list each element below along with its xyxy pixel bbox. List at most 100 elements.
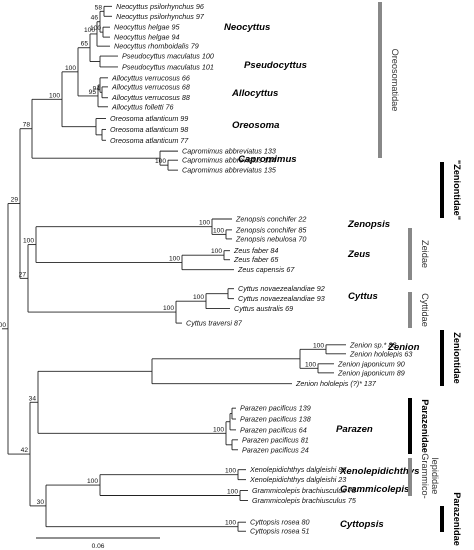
taxon-label-29: Zenion japonicum 90 <box>337 359 405 368</box>
taxon-label-30: Zenion japonicum 89 <box>337 368 405 377</box>
taxon-label-4: Neocyttus rhomboidalis 79 <box>114 42 199 51</box>
support-94: 94 <box>93 85 101 92</box>
support-100-i: 100 <box>169 255 180 262</box>
taxon-label-24: Cyttus novaezealandiae 93 <box>238 294 325 303</box>
genus-label-oreosoma: Oreosoma <box>232 120 280 131</box>
taxon-label-25: Cyttus australis 69 <box>234 304 293 313</box>
support-100-k: 100 <box>193 294 204 301</box>
taxon-label-40: Grammicolepis brachiusculus 75 <box>252 496 357 505</box>
taxon-label-36: Parazen pacificus 24 <box>242 445 309 454</box>
taxon-label-12: Oreosoma atlanticum 98 <box>110 125 188 134</box>
support-100-b: 100 <box>84 27 95 34</box>
support-100-root: 100 <box>0 322 6 329</box>
support-65: 65 <box>81 41 89 48</box>
family-bar-4 <box>440 330 444 386</box>
support-100-s: 100 <box>225 520 236 527</box>
scale-bar-label: 0.06 <box>92 543 105 550</box>
support-29: 29 <box>11 197 19 204</box>
taxon-label-1: Neocyttus psilorhynchus 97 <box>116 12 205 21</box>
taxon-label-34: Parazen pacificus 64 <box>240 425 307 434</box>
taxon-label-0: Neocyttus psilorhynchus 96 <box>116 2 204 11</box>
taxon-label-13: Oreosoma atlanticum 77 <box>110 136 189 145</box>
support-100-n: 100 <box>305 361 316 368</box>
genus-label-zenopsis: Zenopsis <box>347 219 390 230</box>
taxon-label-21: Zeus faber 65 <box>233 255 279 264</box>
support-100-e: 100 <box>155 158 166 165</box>
support-100-o: 100 <box>213 426 224 433</box>
taxon-label-7: Allocyttus verrucosus 66 <box>111 73 190 82</box>
taxon-label-37: Xenolepidichthys dalgleishi 86 <box>249 465 346 474</box>
support-34: 34 <box>29 395 37 402</box>
family-label-5: Parazenidae <box>420 399 430 453</box>
support-100-q: 100 <box>227 488 238 495</box>
genus-label-parazen: Parazen <box>336 424 373 435</box>
taxon-label-18: Zenopsis conchifer 85 <box>235 225 307 234</box>
support-27: 27 <box>19 271 27 278</box>
taxon-label-26: Cyttus traversi 87 <box>186 319 243 328</box>
support-58: 58 <box>95 4 103 11</box>
taxon-label-19: Zenopsis nebulosa 70 <box>235 234 306 243</box>
support-100-g: 100 <box>199 220 210 227</box>
support-100-m: 100 <box>313 342 324 349</box>
support-100-h: 100 <box>211 248 222 255</box>
support-78: 78 <box>23 122 31 129</box>
taxon-label-39: Grammicolepis brachiusculus 78 <box>252 486 356 495</box>
genus-label-allocyttus: Allocyttus <box>231 88 278 99</box>
family-label-2: Zeidae <box>420 240 430 268</box>
taxon-label-32: Parazen pacificus 139 <box>240 404 311 413</box>
family-label-6: Grammico- <box>420 453 430 498</box>
family-label-0: Oreosomatidae <box>390 49 400 112</box>
taxon-label-9: Allocyttus verrucosus 88 <box>111 93 190 102</box>
family-bar-1 <box>440 162 444 218</box>
support-100-l: 100 <box>163 305 174 312</box>
taxon-label-22: Zeus capensis 67 <box>237 265 295 274</box>
taxon-label-35: Parazen pacificus 81 <box>242 435 309 444</box>
taxon-label-5: Pseudocyttus maculatus 100 <box>122 52 214 61</box>
genus-label-zeus: Zeus <box>347 249 370 260</box>
family-bar-6 <box>408 458 412 496</box>
taxon-label-23: Cyttus novaezealandiae 92 <box>238 284 325 293</box>
support-46: 46 <box>91 15 99 22</box>
taxon-label-31: Zenion hololepis (?)* 137 <box>295 379 377 388</box>
taxon-label-42: Cyttopsis rosea 51 <box>250 527 310 536</box>
support-100-a: 100 <box>90 25 101 32</box>
taxon-label-38: Xenolepidichthys dalgleishi 23 <box>249 475 346 484</box>
taxon-label-33: Parazen pacificus 138 <box>240 415 311 424</box>
taxon-label-41: Cyttopsis rosea 80 <box>250 518 310 527</box>
taxon-label-17: Zenopsis conchifer 22 <box>235 215 306 224</box>
support-100-f: 100 <box>213 227 224 234</box>
taxon-label-28: Zenion hololepis 63 <box>349 349 412 358</box>
genus-label-cyttus: Cyttus <box>348 291 378 302</box>
taxon-label-11: Oreosoma atlanticum 99 <box>110 114 188 123</box>
genus-label-capromimus: Capromimus <box>238 154 297 165</box>
taxon-label-2: Neocyttus helgae 95 <box>114 23 181 32</box>
family-bar-2 <box>408 228 412 280</box>
support-100-p: 100 <box>225 468 236 475</box>
taxon-label-6: Pseudocyttus maculatus 101 <box>122 62 214 71</box>
family-bar-0 <box>378 2 382 158</box>
taxon-label-20: Zeus faber 84 <box>233 246 278 255</box>
support-100-d: 100 <box>49 92 60 99</box>
family-bar-7 <box>440 506 444 532</box>
taxon-label-14: Capromimus abbreviatus 133 <box>182 147 276 156</box>
genus-label-neocyttus: Neocyttus <box>224 22 270 33</box>
support-100-c: 100 <box>65 65 76 72</box>
support-95: 95 <box>89 89 97 96</box>
genus-label-pseudocyttus: Pseudocyttus <box>244 60 307 71</box>
taxon-label-3: Neocyttus helgae 94 <box>114 33 180 42</box>
taxon-label-15: Capromimus abbreviatus 134 <box>182 156 276 165</box>
taxon-label-8: Allocyttus verrucosus 68 <box>111 82 190 91</box>
genus-label-cyttopsis: Cyttopsis <box>340 519 384 530</box>
family-label-6-1: lepididae <box>430 458 440 495</box>
genus-label-grammicolepis: Grammicolepis <box>340 484 409 495</box>
family-label-4: Zeniontidae <box>452 332 462 384</box>
genus-label-zenion: Zenion <box>387 342 420 353</box>
family-bar-5 <box>408 398 412 454</box>
family-label-1: "Zeniontidae" <box>452 160 462 220</box>
taxon-label-16: Capromimus abbreviatus 135 <box>182 166 277 175</box>
support-100-r: 100 <box>87 478 98 485</box>
family-label-7: Parazenidae <box>452 492 462 546</box>
family-label-3: Cyttidae <box>420 293 430 327</box>
taxon-label-10: Allocyttus folletti 76 <box>111 102 174 111</box>
